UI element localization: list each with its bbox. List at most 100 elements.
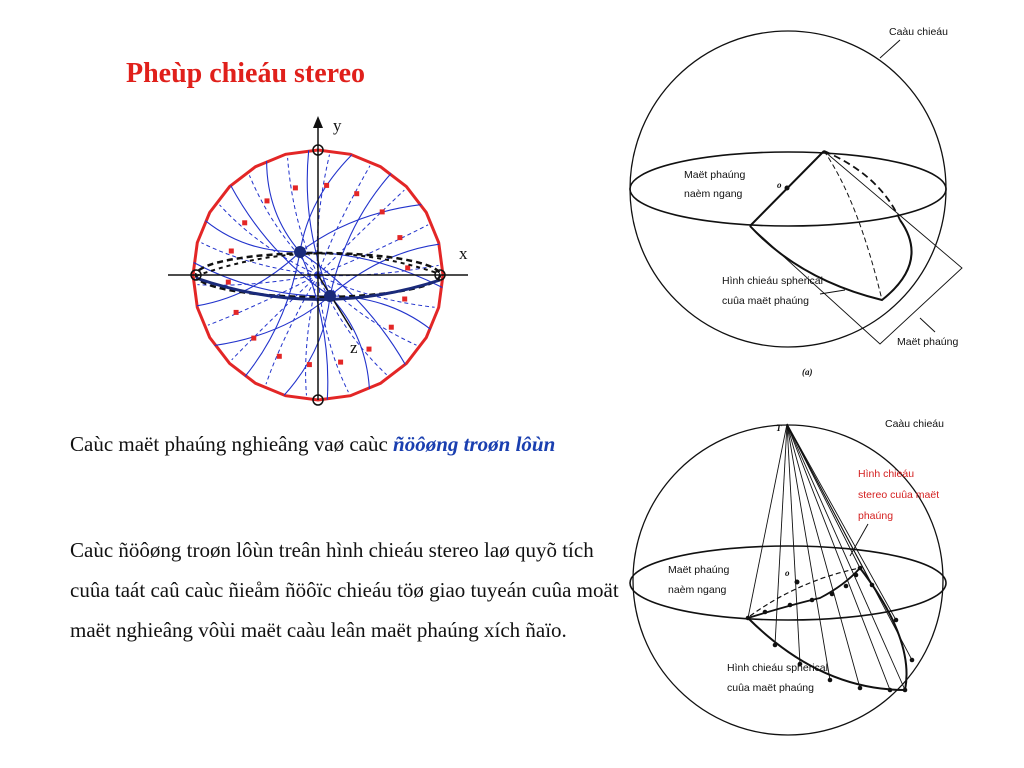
- net-pole-marker: [242, 220, 248, 226]
- net-node-bottom: [312, 394, 324, 406]
- net-great-circle: [306, 150, 331, 297]
- net-pole-marker: [306, 362, 312, 368]
- net-dashed-circle: [317, 274, 417, 346]
- diagram-a-inclined-pointer: [919, 317, 936, 333]
- diagram-a-plane-label-2: naèm ngang: [684, 188, 743, 200]
- net-dashed-circle: [207, 274, 319, 326]
- net-pole-marker: [292, 185, 298, 191]
- net-great-circle: [299, 251, 329, 400]
- net-dashed-circle: [317, 224, 429, 276]
- net-pole-marker: [379, 209, 385, 215]
- spherical-point: [827, 677, 833, 683]
- net-axis-y-label: y: [333, 116, 342, 135]
- net-dashed-circle: [219, 204, 319, 276]
- diagram-a-center-dot: [784, 185, 790, 191]
- net-great-circle: [205, 220, 301, 253]
- net-dashed-circle: [248, 175, 319, 276]
- diagram-b-plane-label-1: Maët phaúng: [668, 564, 729, 576]
- diagram-b-proj-label-2: cuûa maët phaúng: [727, 682, 814, 694]
- diagram-b-proj-label-1: Hình chieáu spherical: [727, 662, 828, 674]
- net-pole-marker: [233, 309, 239, 315]
- diagram-a-inclined-plane: [749, 150, 963, 345]
- net-great-circle: [214, 295, 331, 346]
- net-equator-back: [195, 252, 441, 277]
- diagram-b-plane-label-2: naèm ngang: [668, 584, 727, 596]
- net-node-left: [190, 269, 202, 281]
- diagram-b-stereo-dashed: [749, 567, 861, 617]
- net-great-circle: [329, 295, 370, 390]
- net-axis-x-label: x: [459, 244, 468, 263]
- diagram-a-inclined-plane-label: Maët phaúng: [897, 336, 958, 348]
- net-great-circle: [244, 251, 301, 377]
- projection-ray: [786, 423, 897, 621]
- net-dashed-circle: [287, 157, 319, 276]
- stereo-point: [809, 597, 815, 603]
- net-dashed-circle: [231, 274, 319, 361]
- slide-title: Pheùp chieáu stereo: [126, 58, 366, 89]
- spherical-point: [887, 687, 893, 693]
- spherical-point: [797, 661, 803, 667]
- stereo-point: [787, 602, 793, 608]
- net-pole-marker: [354, 191, 360, 197]
- diagram-a-arc-inner: [823, 150, 883, 301]
- spherical-point: [902, 687, 908, 693]
- net-great-circle: [266, 160, 301, 253]
- net-dashed-circle: [317, 274, 387, 376]
- diagram-b-stereo-label-3: phaúng: [858, 510, 893, 522]
- spherical-point: [857, 565, 863, 571]
- diagram-a-sphere-pointer: [879, 39, 901, 59]
- diagram-b-stereo-projection: [747, 567, 861, 619]
- diagram-a: o Caàu chieáu Maët phaúng naèm ngang Hìn…: [629, 26, 963, 377]
- projection-ray: [747, 423, 788, 619]
- spherical-point: [857, 685, 863, 691]
- net-dashed-circle: [317, 274, 349, 393]
- net-pole-marker: [338, 359, 344, 365]
- net-pole-marker: [225, 279, 231, 285]
- net-dashed-circle: [317, 264, 439, 277]
- stereo-net-diagram: y x z: [168, 116, 468, 406]
- projection-ray: [786, 423, 861, 689]
- projection-ray: [786, 423, 873, 586]
- stereo-point: [853, 572, 859, 578]
- net-pole-marker: [388, 324, 394, 330]
- net-pole-marker: [264, 198, 270, 204]
- net-axis-y-arrow: [313, 116, 323, 128]
- diagram-a-great-circle-back: [823, 150, 901, 221]
- stereo-point: [843, 583, 849, 589]
- net-dashed-circle: [316, 154, 330, 276]
- stereo-point: [762, 609, 768, 615]
- diagram-a-great-circle-front: [749, 219, 913, 302]
- net-great-circle: [299, 251, 406, 365]
- projection-ray: [786, 423, 831, 681]
- net-pole-marker: [405, 265, 411, 271]
- projection-ray: [786, 423, 891, 691]
- paragraph-great-circles: Caùc ñöôøng troøn lôùn treân hình chieáu…: [70, 538, 619, 642]
- paragraph-inclined-planes-text: Caùc maët phaúng nghieâng vaø caùc: [70, 432, 394, 456]
- net-node-center-front: [324, 290, 336, 302]
- net-great-circle: [230, 185, 331, 297]
- net-pole-marker: [228, 248, 234, 254]
- net-dashed-circle: [197, 274, 319, 286]
- diagram-a-plane-label-1: Maët phaúng: [684, 169, 745, 181]
- net-node-top: [312, 144, 324, 156]
- diagram-b-apex-label: T: [776, 423, 782, 433]
- diagram-a-horizontal-plane: [629, 151, 947, 227]
- net-dashed-circle: [305, 274, 319, 396]
- stereo-point: [829, 591, 835, 597]
- diagram-b-stereo-pointer: [849, 523, 869, 557]
- net-dashed-circles: [197, 154, 439, 396]
- spherical-point: [772, 642, 778, 648]
- diagram-a-proj-label-1: Hình chieáu spherical: [722, 275, 823, 287]
- net-pole-marker: [324, 182, 330, 188]
- net-great-circle: [329, 173, 392, 297]
- diagram-b-horizontal-plane: [629, 545, 947, 621]
- net-pole-marker: [276, 353, 282, 359]
- net-poles: [225, 182, 411, 368]
- projection-ray: [786, 423, 801, 665]
- diagram-a-caption: (a): [802, 367, 813, 377]
- diagram-b-sphere-label: Caàu chieáu: [885, 418, 944, 430]
- diagram-a-proj-pointer: [819, 289, 846, 295]
- net-dashed-circle: [317, 189, 405, 276]
- net-pole-marker: [402, 296, 408, 302]
